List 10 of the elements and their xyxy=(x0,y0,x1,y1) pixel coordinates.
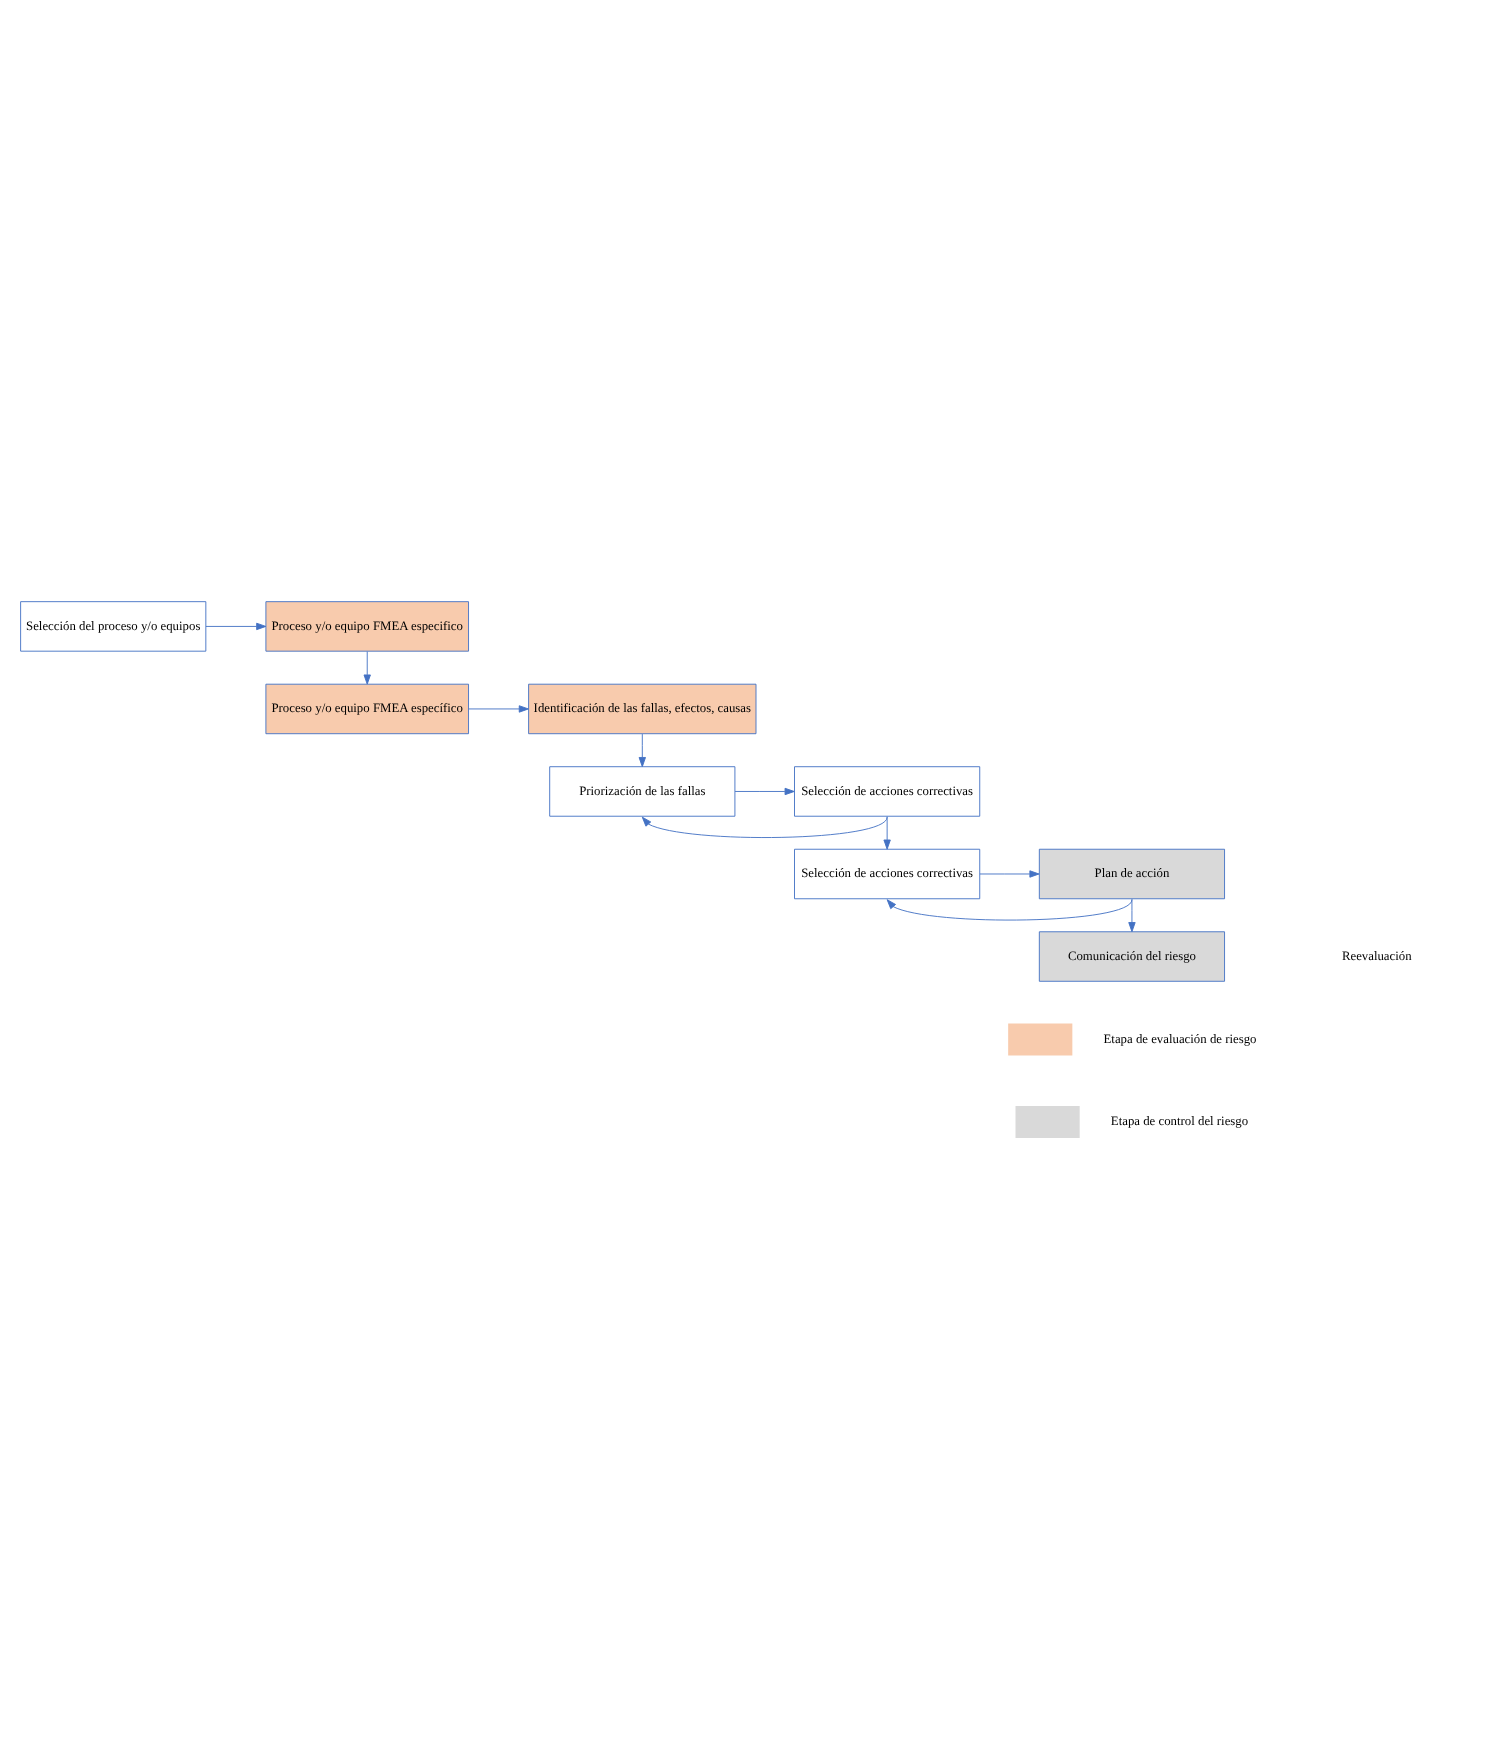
arrow xyxy=(979,869,1040,877)
arrow xyxy=(886,898,1133,920)
arrow xyxy=(883,815,891,849)
arrow xyxy=(641,815,888,837)
arrow xyxy=(468,704,529,712)
arrow xyxy=(638,732,646,767)
arrow xyxy=(734,786,795,795)
arrow xyxy=(363,650,371,684)
arrow xyxy=(1128,897,1136,932)
arrow xyxy=(205,621,267,630)
